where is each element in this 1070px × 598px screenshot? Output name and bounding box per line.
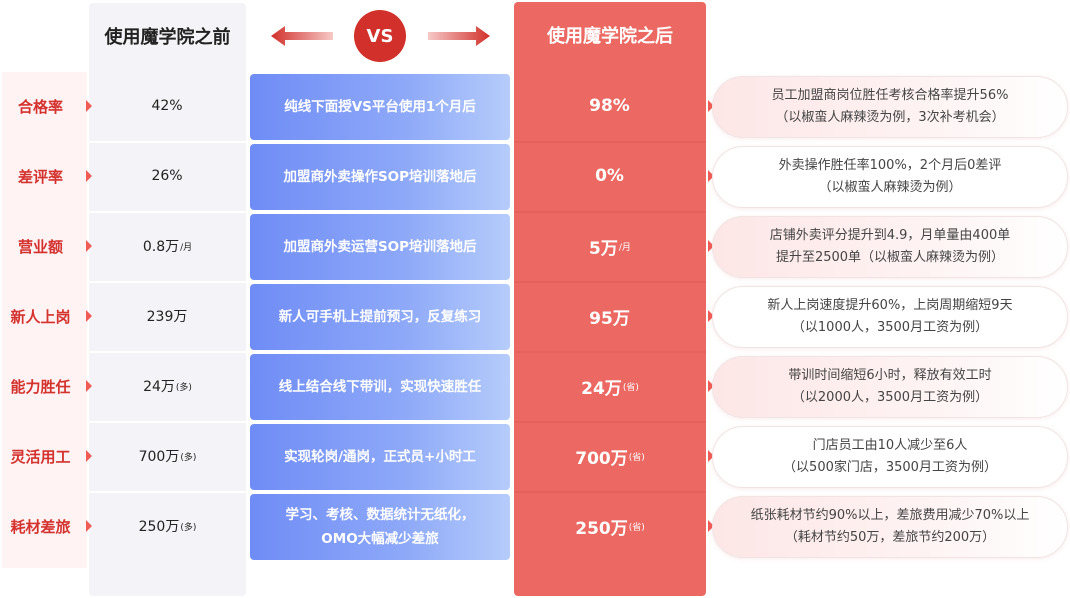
- after-value: 700万(省): [575, 448, 645, 469]
- row-divider: [89, 211, 246, 213]
- row-divider: [514, 421, 706, 423]
- table-row: 营业额 0.8万/月 加盟商外卖运营SOP培训落地后 5万/月 店铺外卖评分提升…: [0, 212, 1070, 280]
- result-note: 店铺外卖评分提升到4.9，月单量由400单 提升至2500单（以椒蛮人麻辣烫为例…: [712, 216, 1068, 278]
- after-value: 0%: [595, 166, 624, 186]
- after-value: 95万: [589, 308, 630, 329]
- pointer-icon: [86, 240, 92, 252]
- method-card: 新人可手机上提前预习，反复练习: [250, 284, 510, 350]
- before-value: 24万(多): [143, 379, 192, 395]
- before-value: 700万(多): [138, 449, 197, 465]
- before-value: 26%: [151, 168, 183, 184]
- pointer-icon: [708, 310, 714, 322]
- pointer-icon: [86, 310, 92, 322]
- pointer-icon: [708, 240, 714, 252]
- method-card: 实现轮岗/通岗，正式员+小时工: [250, 424, 510, 490]
- pointer-icon: [708, 100, 714, 112]
- pointer-icon: [708, 380, 714, 392]
- pointer-icon: [86, 520, 92, 532]
- method-card: 学习、考核、数据统计无纸化， OMO大幅减少差旅: [250, 494, 510, 560]
- arrow-left-icon: [271, 26, 333, 46]
- before-value: 0.8万/月: [142, 239, 193, 255]
- pointer-icon: [708, 450, 714, 462]
- result-note: 员工加盟商岗位胜任考核合格率提升56% （以椒蛮人麻辣烫为例，3次补考机会）: [712, 76, 1068, 138]
- table-row: 耗材差旅 250万(多) 学习、考核、数据统计无纸化， OMO大幅减少差旅 25…: [0, 492, 1070, 560]
- row-divider: [89, 281, 246, 283]
- row-divider: [89, 351, 246, 353]
- row-divider: [89, 491, 246, 493]
- row-divider: [89, 421, 246, 423]
- after-column-bg: [514, 2, 706, 596]
- method-card: 加盟商外卖运营SOP培训落地后: [250, 214, 510, 280]
- pointer-icon: [708, 170, 714, 182]
- row-divider: [514, 351, 706, 353]
- result-note: 门店员工由10人减少至6人 （以500家门店，3500月工资为例）: [712, 426, 1068, 488]
- vs-badge: VS: [354, 10, 406, 62]
- after-value: 98%: [589, 96, 630, 116]
- row-label: 能力胜任: [10, 377, 71, 396]
- row-label: 新人上岗: [10, 307, 71, 326]
- method-card: 加盟商外卖操作SOP培训落地后: [250, 144, 510, 210]
- row-divider: [514, 211, 706, 213]
- pointer-icon: [86, 450, 92, 462]
- pointer-icon: [708, 520, 714, 532]
- table-row: 能力胜任 24万(多) 线上结合线下带训，实现快速胜任 24万(省) 带训时间缩…: [0, 352, 1070, 420]
- row-divider: [89, 141, 246, 143]
- table-row: 合格率 42% 纯线下面授VS平台使用1个月后 98% 员工加盟商岗位胜任考核合…: [0, 72, 1070, 140]
- row-label: 合格率: [17, 97, 63, 116]
- after-value: 250万(省): [575, 518, 645, 539]
- after-value: 5万/月: [589, 238, 631, 259]
- method-card: 线上结合线下带训，实现快速胜任: [250, 354, 510, 420]
- table-row: 灵活用工 700万(多) 实现轮岗/通岗，正式员+小时工 700万(省) 门店员…: [0, 422, 1070, 490]
- result-note: 纸张耗材节约90%以上，差旅费用减少70%以上 （耗材节约50万，差旅节约200…: [712, 496, 1068, 558]
- after-value: 24万(省): [581, 378, 639, 399]
- row-label: 灵活用工: [10, 447, 71, 466]
- result-note: 带训时间缩短6小时，释放有效工时 （以2000人，3500月工资为例）: [712, 356, 1068, 418]
- label-column-bg: [2, 72, 87, 568]
- after-header: 使用魔学院之后: [547, 26, 673, 47]
- row-label: 营业额: [17, 237, 63, 256]
- result-note: 新人上岗速度提升60%，上岗周期缩短9天 （以1000人，3500月工资为例）: [712, 286, 1068, 348]
- before-value: 250万(多): [138, 519, 197, 535]
- table-row: 新人上岗 239万 新人可手机上提前预习，反复练习 95万 新人上岗速度提升60…: [0, 282, 1070, 350]
- row-divider: [514, 491, 706, 493]
- row-label: 差评率: [17, 167, 63, 186]
- row-divider: [514, 281, 706, 283]
- row-label: 耗材差旅: [10, 517, 71, 536]
- before-value: 42%: [151, 98, 183, 114]
- pointer-icon: [86, 380, 92, 392]
- pointer-icon: [86, 100, 92, 112]
- pointer-icon: [86, 170, 92, 182]
- before-header: 使用魔学院之前: [104, 27, 231, 48]
- arrow-right-icon: [428, 26, 490, 46]
- result-note: 外卖操作胜任率100%，2个月后0差评 （以椒蛮人麻辣烫为例）: [712, 146, 1068, 208]
- method-card: 纯线下面授VS平台使用1个月后: [250, 74, 510, 140]
- table-row: 差评率 26% 加盟商外卖操作SOP培训落地后 0% 外卖操作胜任率100%，2…: [0, 142, 1070, 210]
- row-divider: [514, 141, 706, 143]
- before-column-bg: [89, 3, 246, 596]
- before-value: 239万: [146, 309, 188, 325]
